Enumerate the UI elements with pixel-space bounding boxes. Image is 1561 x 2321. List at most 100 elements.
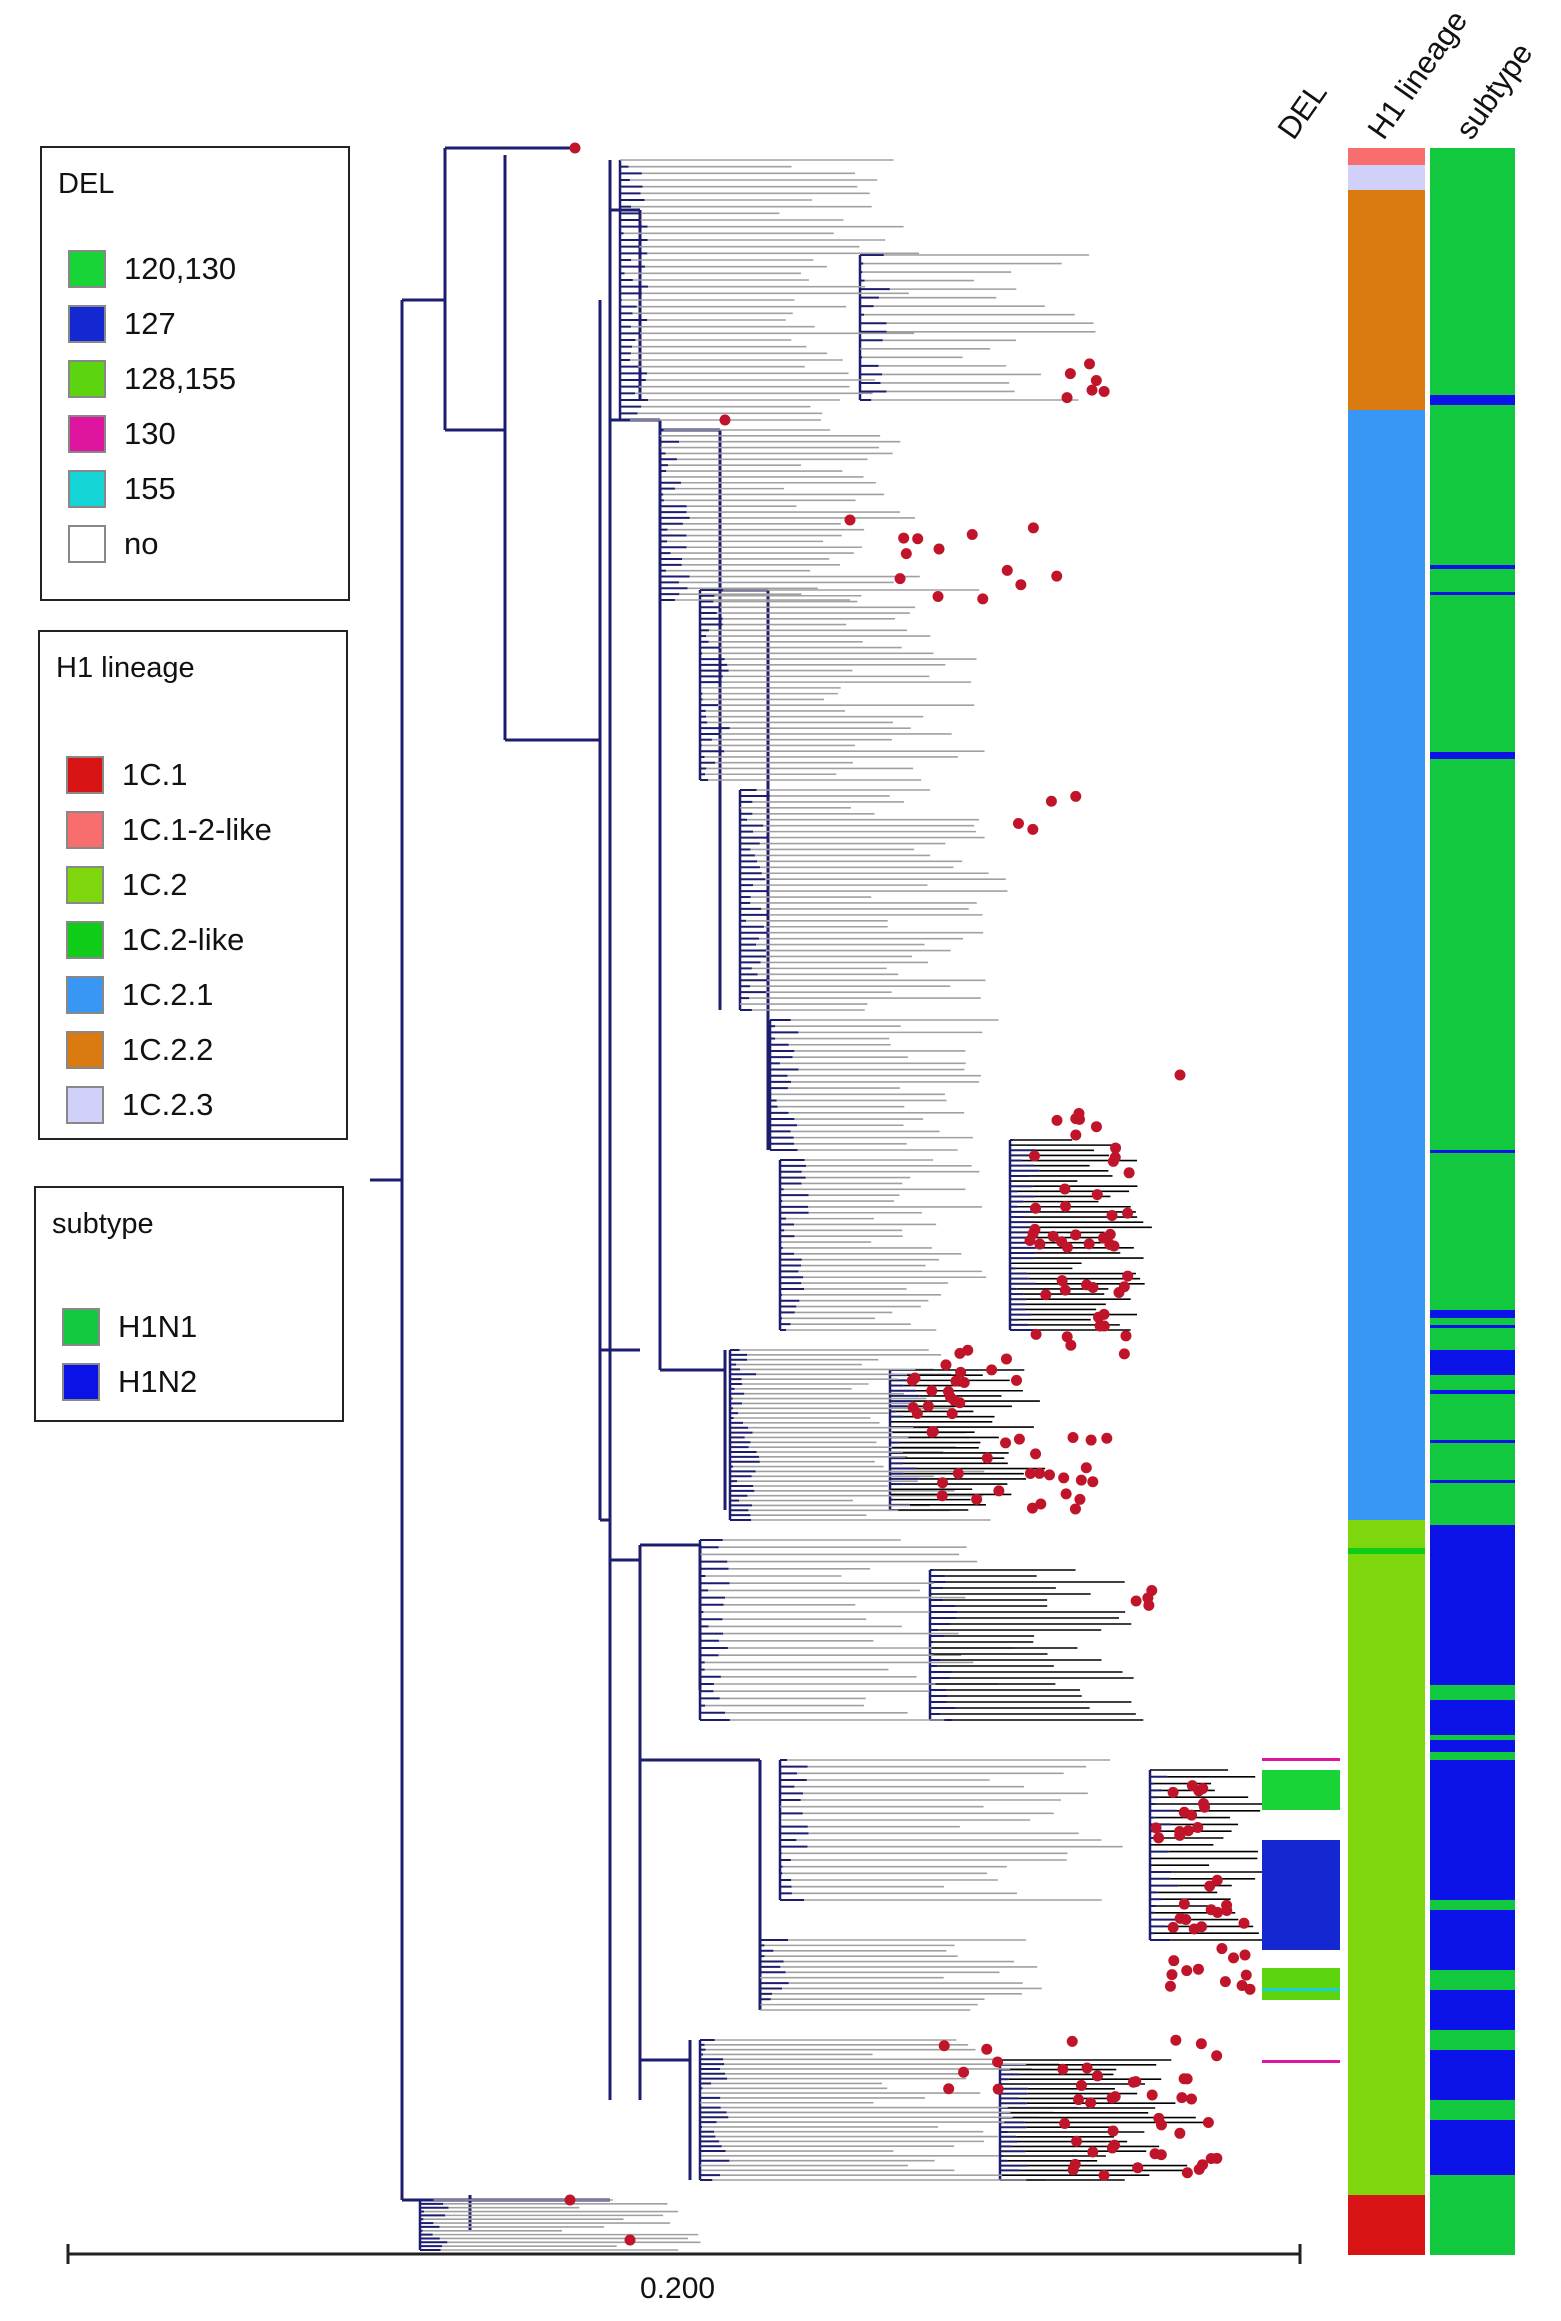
h1-lineage-legend-title: H1 lineage	[56, 652, 195, 684]
tip-marker	[1188, 1923, 1200, 1935]
grey-leaf-branches	[422, 159, 1123, 2251]
legend-label: 1C.2	[122, 867, 188, 902]
tip-marker	[1202, 2116, 1214, 2128]
tip-marker	[1086, 384, 1098, 396]
tip-marker	[1244, 1983, 1256, 1995]
tip-marker	[1057, 2063, 1069, 2075]
tip-marker	[1106, 1210, 1118, 1222]
tip-marker	[986, 1364, 998, 1376]
swatch	[68, 305, 106, 343]
tip-marker	[1091, 2070, 1103, 2082]
subtype-bar	[1430, 1740, 1515, 1752]
tip-marker	[1104, 1228, 1116, 1240]
subtype-bar	[1430, 1390, 1515, 1394]
tip-marker	[1030, 1202, 1042, 1214]
tip-marker	[926, 1385, 938, 1397]
subtype-bar	[1430, 1325, 1515, 1328]
legend-label: 1C.2.2	[122, 1032, 214, 1067]
tip-marker	[1059, 1183, 1071, 1195]
tip-marker	[564, 2194, 576, 2206]
del-bar	[1262, 1968, 1340, 2000]
tip-marker	[1098, 2169, 1110, 2181]
tip-marker	[1090, 374, 1102, 386]
tip-marker	[1181, 2167, 1193, 2179]
del-bar	[1262, 1770, 1340, 1810]
h1-lineage-bar	[1348, 2195, 1425, 2255]
tip-marker	[1061, 1241, 1073, 1253]
tip-marker	[912, 533, 924, 545]
tip-marker	[1118, 1348, 1130, 1360]
subtype-bar	[1430, 1350, 1515, 1355]
tip-marker	[1073, 1113, 1085, 1125]
tip-marker	[1193, 2163, 1205, 2175]
tip-marker	[1182, 1825, 1194, 1837]
legend-label: 155	[124, 471, 176, 506]
tip-marker	[940, 1359, 952, 1371]
tip-marker	[1212, 1906, 1224, 1918]
tip-marker	[894, 573, 906, 585]
tip-marker	[1051, 570, 1063, 582]
tip-marker	[952, 1468, 964, 1480]
tip-marker	[1051, 1114, 1063, 1126]
tip-marker	[1058, 1472, 1070, 1484]
subtype-bar	[1430, 1760, 1515, 1900]
scale-bar	[66, 2244, 1302, 2264]
subtype-bar	[1430, 1910, 1515, 1970]
subtype-bar	[1430, 2120, 1515, 2175]
tip-marker	[1101, 1432, 1113, 1444]
tree-branches	[370, 146, 1180, 2251]
tip-marker	[906, 1374, 918, 1386]
tip-marker	[1013, 1433, 1025, 1445]
tip-marker	[1240, 1969, 1252, 1981]
del-legend-title: DEL	[58, 168, 115, 200]
tip-marker	[1122, 1270, 1134, 1282]
tip-marker	[1132, 2162, 1144, 2174]
h1-legend-item: 1C.2.1	[66, 974, 213, 1016]
tip-marker	[958, 1377, 970, 1389]
tip-marker	[1074, 1493, 1086, 1505]
tip-marker	[946, 1408, 958, 1420]
tip-marker	[1109, 1151, 1121, 1163]
tip-marker	[971, 1493, 983, 1505]
subtype-bar	[1430, 1990, 1515, 2030]
tip-marker	[1186, 1780, 1198, 1792]
tip-marker	[1027, 1228, 1039, 1240]
tip-marker	[1197, 1782, 1209, 1794]
legend-label: 128,155	[124, 361, 237, 396]
tip-marker	[942, 1386, 954, 1398]
subtype-bar	[1430, 1440, 1515, 1443]
tip-marker	[1153, 1832, 1165, 1844]
scale-bar-label: 0.200	[640, 2272, 716, 2305]
tip-marker	[1106, 2142, 1118, 2154]
subtype-bar	[1430, 1355, 1515, 1375]
legend-label: 1C.1	[122, 757, 188, 792]
h1-legend-item: 1C.1-2-like	[66, 809, 272, 851]
tip-marker	[1216, 1943, 1228, 1955]
tip-marker	[1060, 1488, 1072, 1500]
tip-marker	[844, 514, 856, 526]
h1-legend-item: 1C.1	[66, 754, 187, 796]
tip-marker	[1219, 1976, 1231, 1988]
del-legend-item: 130	[68, 413, 176, 455]
tip-marker	[1211, 2050, 1223, 2062]
tip-marker	[1026, 1502, 1038, 1514]
tip-marker	[1166, 1969, 1178, 1981]
tip-marker	[1087, 1476, 1099, 1488]
swatch	[66, 756, 104, 794]
swatch	[68, 415, 106, 453]
tip-marker	[1104, 1238, 1116, 1250]
tip-marker	[958, 2066, 970, 2078]
tip-marker	[1174, 1069, 1186, 1081]
tip-marker	[1098, 1308, 1110, 1320]
black-leaf-branches	[890, 1139, 1264, 2181]
tip-marker	[1178, 2073, 1190, 2085]
tip-marker	[932, 591, 944, 603]
subtype-bar	[1430, 148, 1515, 2255]
tip-marker	[948, 1394, 960, 1406]
tip-marker	[1168, 1955, 1180, 1967]
tip-marker	[1186, 1809, 1198, 1821]
swatch	[68, 470, 106, 508]
legend-label: H1N2	[118, 1364, 198, 1399]
tip-marker	[900, 548, 912, 560]
legend-label: 127	[124, 306, 176, 341]
